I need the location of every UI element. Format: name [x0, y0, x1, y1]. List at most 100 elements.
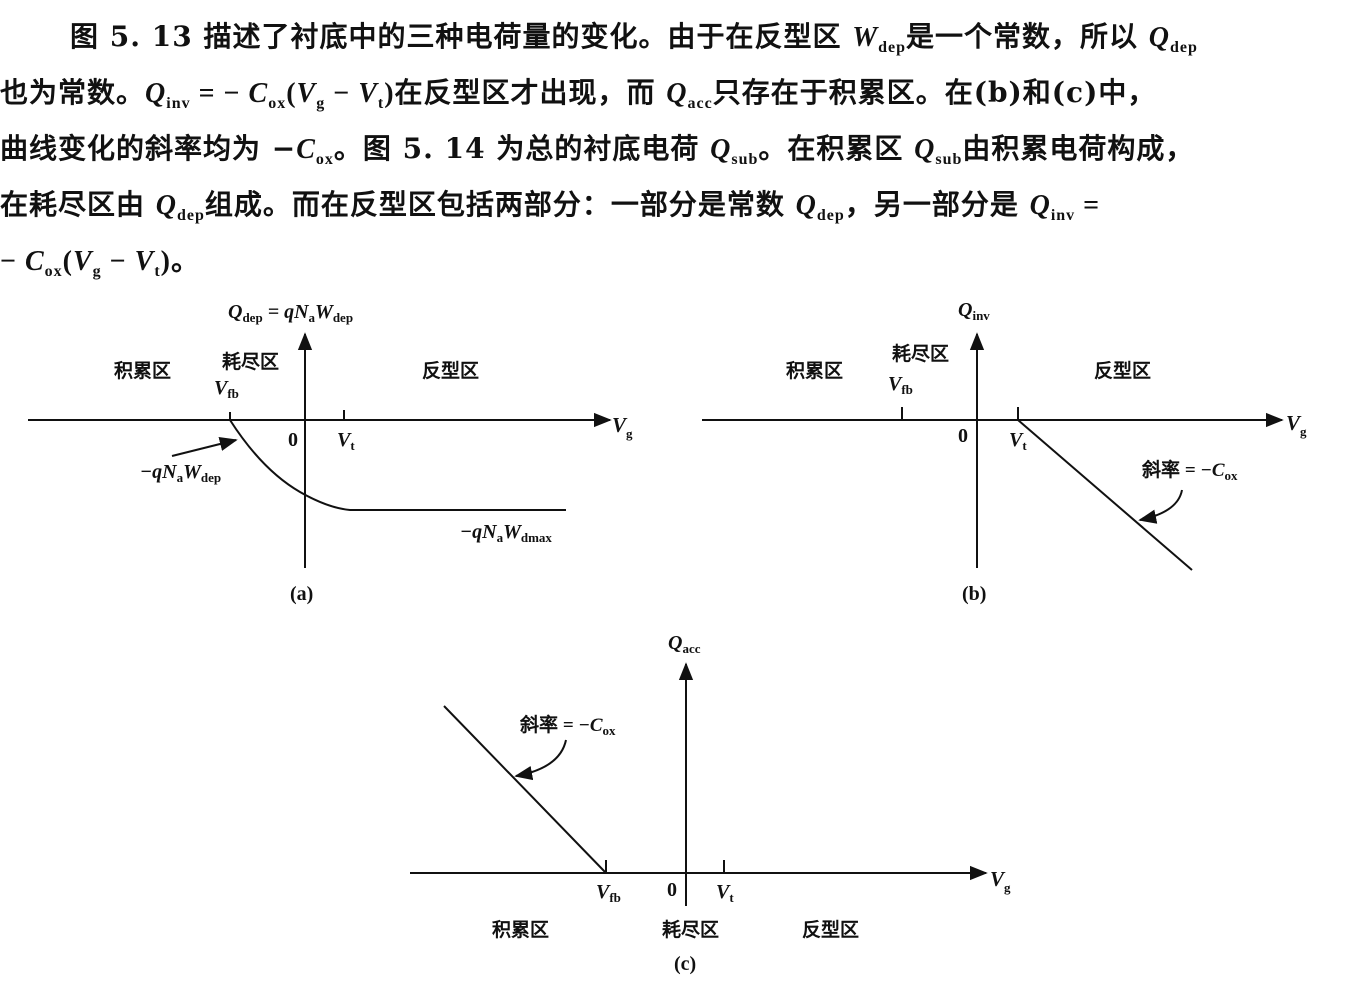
vfb-label-c: Vfb — [596, 881, 621, 905]
text-run: 。图 5. 14 为总的衬底电荷 — [333, 132, 700, 165]
math-symbol: V — [296, 78, 317, 109]
text-run: 也为常数。 — [0, 76, 146, 109]
region-accumulation-b: 积累区 — [786, 360, 843, 382]
math-subscript: g — [316, 95, 326, 112]
text-run: ，另一部分是 — [844, 188, 1019, 221]
math-subscript: t — [377, 95, 385, 112]
paragraph-line-3: 曲线变化的斜率均为 −Cox。图 5. 14 为总的衬底电荷 Qsub。在积累区… — [0, 126, 1346, 182]
slope-arrow-b — [1138, 489, 1183, 524]
region-inversion-a: 反型区 — [422, 359, 479, 382]
math-subscript: inv — [1050, 207, 1076, 224]
curve-label-a: −qNaWdep — [140, 461, 221, 485]
body-paragraph: 图 5. 13 描述了衬底中的三种电荷量的变化。由于在反型区 Wdep是一个常数… — [0, 14, 1346, 294]
qdep-curve — [229, 419, 566, 511]
math-symbol: Q — [666, 78, 688, 109]
math-symbol: W — [852, 22, 879, 53]
math-subscript: ox — [315, 151, 334, 168]
text-run: 在反型区才出现，而 — [394, 76, 656, 109]
text-run: 曲线变化的斜率均为 − — [0, 132, 297, 165]
math-symbol: Q — [1029, 190, 1051, 221]
origin-label-a: 0 — [288, 429, 298, 451]
ylabel-b: Qinv — [958, 299, 990, 323]
math-symbol: Q — [145, 78, 167, 109]
paragraph-line-2: 也为常数。Qinv = − Cox(Vg − Vt)在反型区才出现，而 Qacc… — [0, 70, 1346, 126]
text-run: 在耗尽区由 — [0, 188, 146, 221]
text-run: 由积累电荷构成， — [962, 132, 1195, 165]
slope-label-b: 斜率 = −Cox — [1141, 458, 1238, 483]
vt-label-b: Vt — [1009, 429, 1027, 453]
math-operator: ( — [286, 78, 297, 109]
math-operator: − — [325, 78, 359, 109]
qinv-line — [1017, 419, 1193, 571]
region-depletion-a: 耗尽区 — [222, 351, 279, 373]
math-symbol: Q — [710, 134, 732, 165]
vg-label-a: Vg — [612, 413, 633, 441]
text-run: 组成。而在反型区包括两部分：一部分是常数 — [204, 188, 785, 221]
ylabel-a: Qdep = qNaWdep — [228, 301, 353, 325]
math-operator: )。 — [160, 246, 200, 277]
qacc-line — [443, 705, 607, 874]
math-subscript: acc — [687, 95, 713, 112]
math-subscript: inv — [166, 95, 191, 112]
vg-label-c: Vg — [990, 867, 1011, 895]
region-inversion-c: 反型区 — [802, 918, 859, 941]
slope-arrow-c — [514, 739, 567, 781]
math-symbol: Q — [1148, 22, 1171, 53]
text-run: 图 5. 13 描述了衬底中的三种电荷量的变化。由于在反型区 — [70, 20, 842, 53]
region-depletion-c: 耗尽区 — [662, 919, 719, 941]
region-accumulation-a: 积累区 — [114, 360, 171, 382]
vfb-label-a: Vfb — [214, 377, 239, 401]
math-symbol: C — [24, 246, 45, 277]
caption-c: (c) — [674, 953, 696, 975]
math-operator: − — [101, 246, 135, 277]
math-symbol: V — [134, 246, 155, 277]
caption-b: (b) — [962, 583, 986, 605]
text-run: 。在积累区 — [758, 132, 904, 165]
curve-arrow-a — [171, 436, 238, 457]
math-operator: = — [1075, 190, 1101, 221]
text-run: 只存在于积累区。在(b)和(c)中， — [712, 76, 1157, 109]
origin-label-c: 0 — [667, 879, 677, 901]
math-subscript: dep — [1170, 39, 1198, 56]
math-symbol: Q — [914, 134, 936, 165]
paragraph-line-4: 在耗尽区由 Qdep组成。而在反型区包括两部分：一部分是常数 Qdep，另一部分… — [0, 182, 1346, 238]
math-subscript: t — [154, 263, 161, 280]
figure-b: Qinv 积累区 耗尽区 反型区 Vfb 0 Vt Vg 斜率 = −Cox (… — [702, 299, 1307, 605]
paragraph-line-1: 图 5. 13 描述了衬底中的三种电荷量的变化。由于在反型区 Wdep是一个常数… — [0, 14, 1346, 70]
math-operator: = − — [190, 78, 249, 109]
origin-label-b: 0 — [958, 425, 968, 447]
text-run: 是一个常数，所以 — [906, 20, 1139, 53]
math-symbol: C — [296, 134, 316, 165]
math-symbol: C — [248, 78, 269, 109]
vt-label-c: Vt — [716, 881, 734, 905]
math-subscript: sub — [935, 151, 963, 168]
math-symbol: V — [72, 246, 93, 277]
floor-label-a: −qNaWdmax — [460, 521, 552, 545]
region-depletion-b: 耗尽区 — [892, 343, 949, 365]
vg-label-b: Vg — [1286, 411, 1307, 439]
math-operator: ( — [62, 246, 73, 277]
math-operator: − — [0, 246, 25, 277]
math-subscript: dep — [878, 39, 907, 56]
caption-a: (a) — [290, 583, 313, 605]
math-subscript: ox — [44, 263, 63, 280]
paragraph-line-5: − Cox(Vg − Vt)。 — [0, 238, 1346, 294]
region-inversion-b: 反型区 — [1094, 359, 1151, 382]
math-subscript: sub — [731, 151, 759, 168]
figure-a: Qdep = qNaWdep 积累区 耗尽区 反型区 Vfb 0 Vt Vg −… — [28, 301, 633, 605]
ylabel-c: Qacc — [668, 632, 701, 656]
region-accumulation-c: 积累区 — [492, 919, 549, 941]
vfb-label-b: Vfb — [888, 373, 913, 397]
math-subscript: g — [92, 263, 102, 280]
math-symbol: Q — [795, 190, 817, 221]
math-symbol: V — [358, 78, 378, 109]
math-symbol: Q — [155, 190, 177, 221]
math-subscript: ox — [268, 95, 287, 112]
vt-label-a: Vt — [337, 429, 355, 453]
figure-c: Qacc 斜率 = −Cox Vfb 0 Vt Vg 积累区 耗尽区 反型区 (… — [410, 632, 1011, 975]
slope-label-c: 斜率 = −Cox — [519, 713, 616, 738]
math-operator: ) — [384, 78, 395, 109]
math-subscript: dep — [816, 207, 845, 224]
math-subscript: dep — [177, 207, 205, 224]
